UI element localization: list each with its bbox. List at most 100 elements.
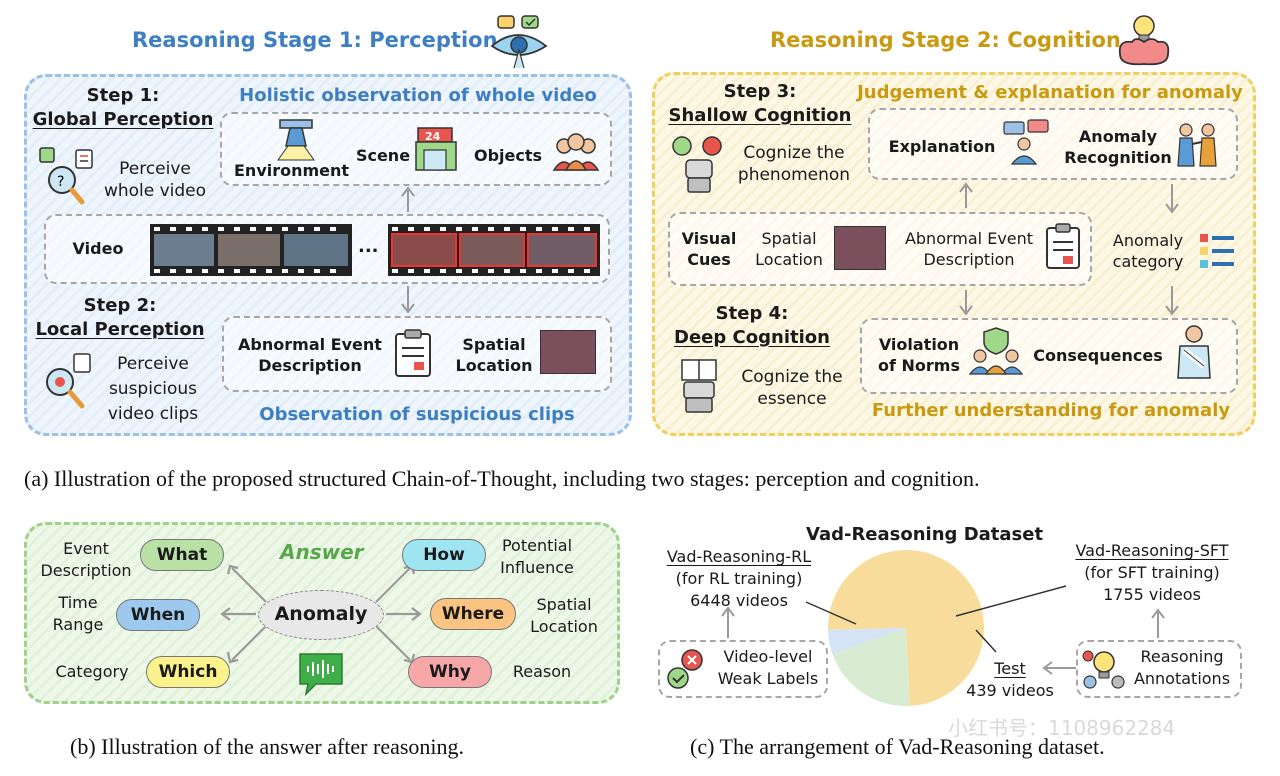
spatial-cue-thumbnail — [834, 226, 886, 270]
which-label: Category — [55, 662, 129, 681]
rl-count: 6448 videos — [690, 591, 788, 610]
sft-name: Vad-Reasoning-SFT — [1075, 541, 1229, 560]
sft-count: 1755 videos — [1103, 585, 1201, 604]
when-pill: When — [116, 599, 200, 631]
caption-b: (b) Illustration of the answer after rea… — [70, 734, 465, 759]
video-label: Video — [72, 239, 124, 258]
pie-slices — [828, 550, 984, 706]
test-name: Test — [994, 659, 1026, 678]
clipboard-icon — [395, 329, 431, 377]
arrow-down-local — [401, 286, 415, 314]
video-film-strip — [150, 224, 600, 276]
arrow-up-judgement — [959, 182, 973, 208]
spatial-location-thumbnail — [540, 330, 596, 374]
fighting-people-icon — [1177, 123, 1217, 167]
scene-label: Scene — [355, 146, 411, 165]
pie-slice-sft — [832, 628, 910, 706]
magnifier-bug-icon — [46, 353, 91, 409]
where-pill: Where — [430, 598, 516, 630]
judgement-label: Judgement & explanation for anomaly — [857, 82, 1243, 103]
environment-label: Environment — [234, 161, 350, 180]
step2-title: Step 2: Local Perception — [35, 295, 205, 340]
injured-person-icon — [1177, 325, 1211, 379]
category-list-icon — [1200, 234, 1234, 268]
judgement-box — [868, 108, 1238, 180]
rl-sub: (for RL training) — [675, 569, 803, 588]
explanation-label: Explanation — [888, 137, 996, 156]
watermark-text: 小红书号：1108962284 — [948, 716, 1176, 740]
dataset-leaders — [721, 585, 1165, 675]
rl-label: Vad-Reasoning-RL (for RL training) 6448 … — [654, 546, 824, 612]
sft-label: Vad-Reasoning-SFT (for SFT training) 175… — [1060, 540, 1244, 606]
which-pill: Which — [146, 656, 230, 688]
dataset-pie-chart — [828, 550, 984, 706]
caption-a: (a) Illustration of the proposed structu… — [24, 466, 980, 491]
stage2-title: Reasoning Stage 2: Cognition — [770, 28, 1121, 52]
arrow-down-violation — [959, 290, 973, 316]
svg-text:24: 24 — [425, 130, 441, 143]
bulb-gear-icon — [1082, 650, 1125, 689]
answer-title: Answer — [280, 540, 364, 564]
further-understanding-label: Further understanding for anomaly — [871, 400, 1231, 421]
stage1-title: Reasoning Stage 1: Perception — [132, 28, 498, 52]
arrow-down-category — [1165, 184, 1179, 214]
pie-slice-rl — [828, 550, 984, 706]
answer-arrows — [220, 564, 422, 664]
what-pill: What — [140, 539, 224, 571]
why-label: Reason — [512, 662, 572, 681]
arrow-up-global — [401, 186, 415, 212]
why-pill: Why — [408, 656, 492, 688]
people-shield-icon — [968, 327, 1024, 375]
people-objects-icon — [552, 133, 600, 171]
holistic-observation-label: Holistic observation of whole video — [239, 85, 597, 106]
caption-c: (c) The arrangement of Vad-Reasoning dat… — [690, 734, 1105, 759]
robot-check-icon — [672, 136, 722, 193]
consequences-label: Consequences — [1033, 346, 1163, 365]
robot-reading-icon — [681, 359, 717, 413]
svg-text:?: ? — [57, 174, 64, 190]
sft-sub: (for SFT training) — [1084, 563, 1220, 582]
dataset-title: Vad-Reasoning Dataset — [806, 524, 1044, 545]
arrow-down-consequences — [1165, 286, 1179, 316]
anomaly-center: Anomaly — [258, 590, 384, 640]
store-scene-icon: 24 — [415, 127, 457, 171]
eye-perception-icon — [490, 15, 548, 69]
how-pill: How — [402, 539, 486, 571]
pie-slice-test — [828, 628, 906, 655]
presenter-explanation-icon — [1003, 119, 1049, 165]
test-label: Test 439 videos — [950, 658, 1070, 702]
objects-label: Objects — [473, 146, 543, 165]
spotlight-environment-icon — [277, 119, 315, 161]
audio-waveform-icon — [299, 653, 343, 697]
video-ellipsis: ... — [358, 236, 379, 257]
step3-title: Step 3: Shallow Cognition — [668, 81, 852, 126]
test-count: 439 videos — [966, 681, 1054, 700]
rl-name: Vad-Reasoning-RL — [666, 547, 812, 566]
step1-title: Step 1: Global Perception — [32, 85, 214, 130]
step4-title: Step 4: Deep Cognition — [674, 303, 830, 348]
magnifier-search-icon: ? — [39, 147, 93, 205]
suspicious-observation-label: Observation of suspicious clips — [259, 404, 575, 425]
clipboard-cue-icon — [1046, 223, 1080, 269]
deep-cognition-box — [860, 318, 1238, 394]
weak-labels-icon — [667, 649, 703, 689]
brain-bulb-icon — [1118, 15, 1170, 66]
